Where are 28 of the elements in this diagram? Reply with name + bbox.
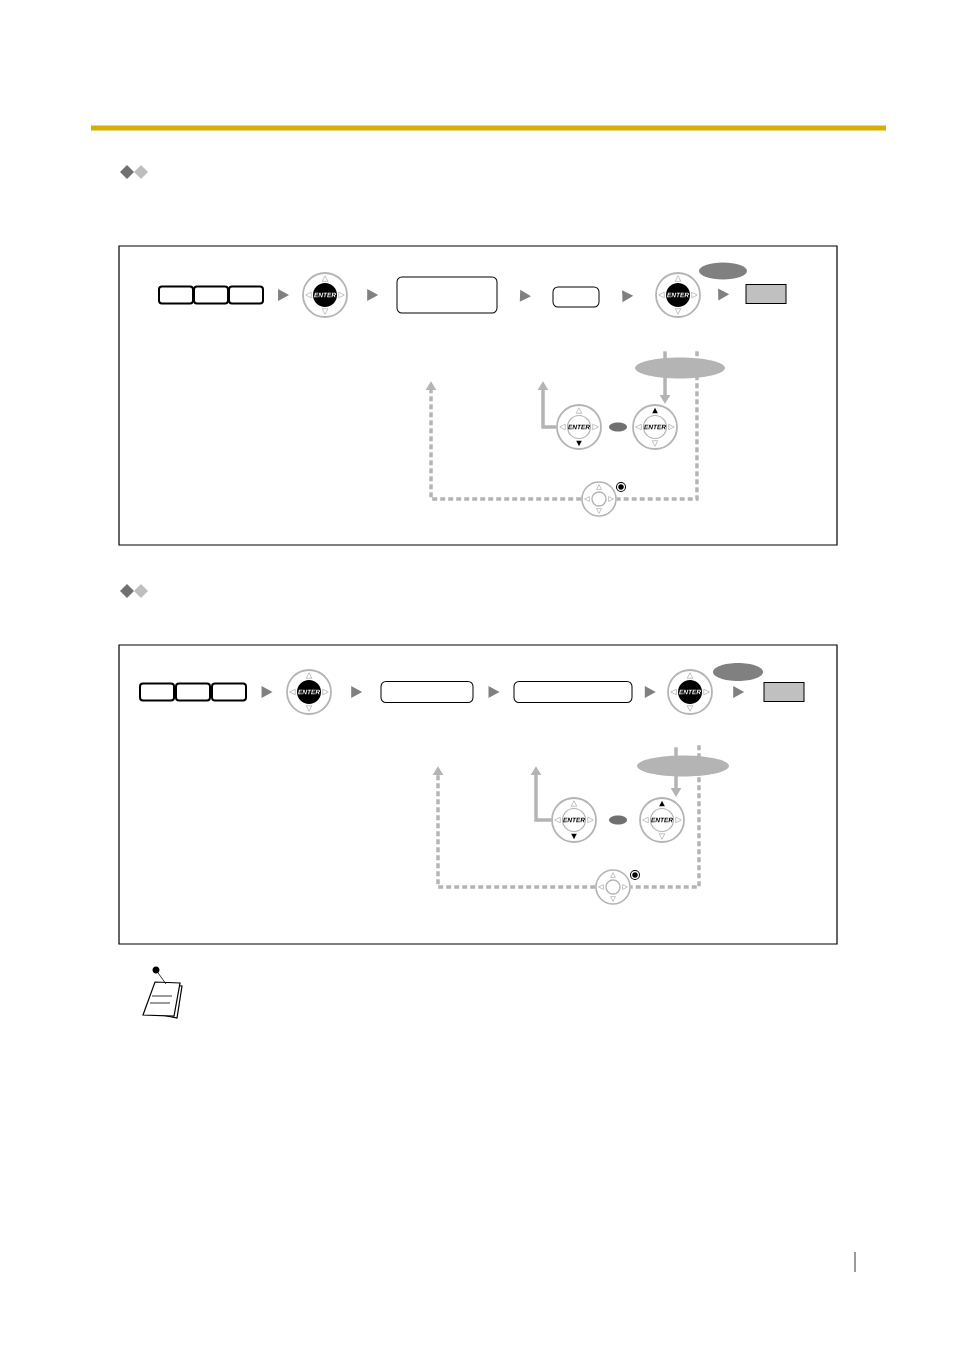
arrow: [278, 289, 290, 301]
key-button: [139, 682, 175, 702]
key-button: [175, 682, 211, 702]
oval: [635, 357, 725, 379]
arrow: [261, 686, 273, 698]
arrow: [718, 288, 730, 301]
key-button: [158, 285, 194, 305]
arrow: [488, 686, 500, 698]
oval: [637, 755, 729, 777]
key-button: [211, 682, 247, 702]
display-box: [513, 681, 633, 703]
navigator-pad: [595, 869, 640, 905]
key-button: [228, 285, 264, 305]
arrow: [367, 289, 379, 301]
oval: [699, 262, 747, 280]
arrow: [519, 289, 531, 302]
display-box: [396, 276, 498, 314]
key-button: [763, 682, 805, 702]
display-box: [380, 681, 474, 703]
arrow: [351, 686, 363, 698]
key-button: [745, 284, 787, 304]
navigator-pad: [581, 481, 626, 517]
oval: [713, 663, 763, 681]
arrow: [644, 686, 656, 698]
arrow: [622, 290, 634, 303]
display-box: [552, 286, 600, 308]
arrow: [733, 686, 745, 698]
key-button: [193, 285, 229, 305]
